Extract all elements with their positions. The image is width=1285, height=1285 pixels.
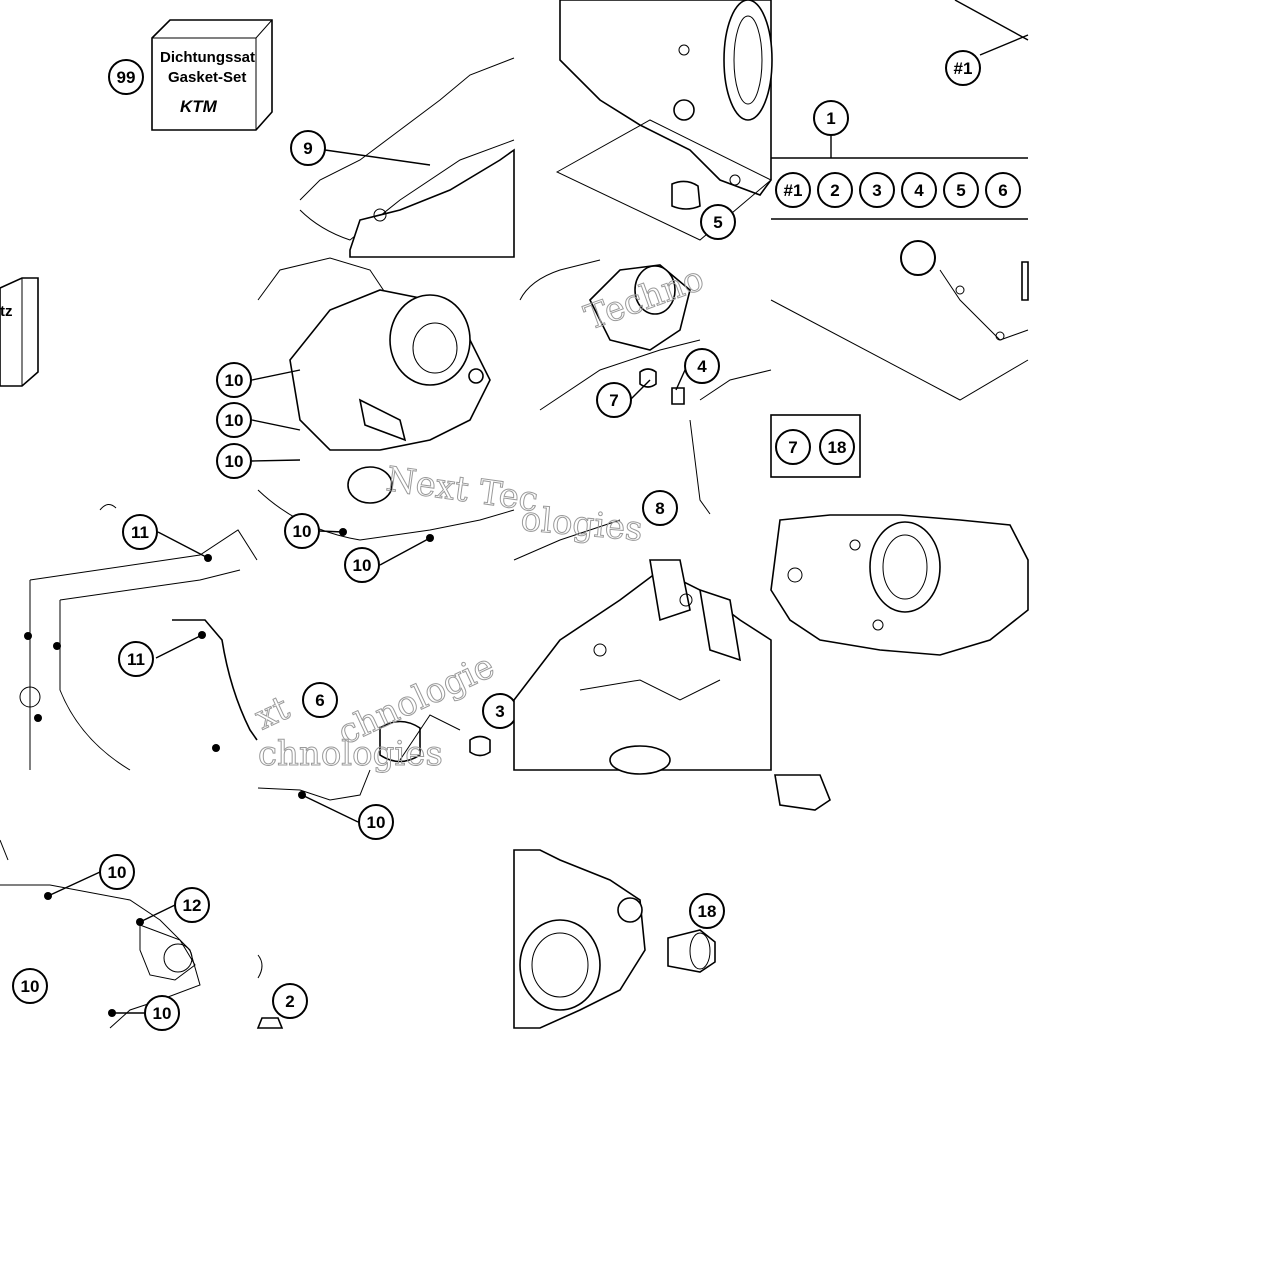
- svg-text:#1: #1: [954, 59, 973, 78]
- gasket-outline-right: [770, 240, 1029, 401]
- bushing-6-area: 6: [302, 682, 491, 763]
- svg-text:5: 5: [713, 213, 722, 232]
- water-pump-area: [519, 259, 772, 515]
- small-legend-item-7: 7: [775, 429, 811, 465]
- svg-text:10: 10: [353, 556, 372, 575]
- svg-text:18: 18: [828, 438, 847, 457]
- callout-10g: 10: [12, 968, 48, 1004]
- svg-text:5: 5: [956, 181, 965, 200]
- ktm-logo: KTM: [180, 97, 218, 116]
- clutch-cover-assembly: [251, 257, 515, 566]
- side-box-label: tz: [0, 303, 13, 320]
- svg-text:10: 10: [225, 411, 244, 430]
- callout-10e: 10: [344, 547, 380, 583]
- callout-10h: 10: [144, 995, 180, 1031]
- callout-10f: 10: [99, 854, 135, 890]
- small-legend: 7 18: [770, 414, 861, 478]
- svg-text:xt: xt: [249, 688, 296, 738]
- gasket-kit-title-de: Dichtungssat: [160, 49, 255, 66]
- svg-text:10: 10: [153, 1004, 172, 1023]
- svg-text:1: 1: [826, 109, 835, 128]
- svg-text:10: 10: [21, 977, 40, 996]
- legend-item-ref-1: #1: [775, 172, 811, 208]
- callout-ref-1: #1: [945, 50, 981, 86]
- crankcase-half-top: [555, 0, 773, 241]
- callout-11b: 11: [118, 641, 154, 677]
- bearing-housing-18: [513, 849, 716, 1029]
- svg-text:3: 3: [872, 181, 881, 200]
- callout-10a: 10: [216, 362, 252, 398]
- svg-text:ologies: ologies: [519, 499, 644, 549]
- callout-9: 9: [290, 130, 326, 166]
- callout-2: 2: [272, 983, 308, 1019]
- callout-3: 3: [482, 693, 518, 729]
- svg-text:11: 11: [131, 523, 149, 542]
- svg-text:#1: #1: [784, 181, 803, 200]
- svg-text:18: 18: [698, 902, 717, 921]
- callout-99: 99: [108, 59, 144, 95]
- gasket-bottom-10: [256, 769, 371, 1029]
- svg-text:10: 10: [108, 863, 127, 882]
- legend-item-6: 6: [985, 172, 1021, 208]
- svg-text:10: 10: [367, 813, 386, 832]
- svg-text:chnologies: chnologies: [258, 734, 443, 774]
- side-gasket-box: tz: [0, 277, 39, 387]
- svg-text:10: 10: [293, 522, 312, 541]
- legend-item-5: 5: [943, 172, 979, 208]
- callout-10d: 10: [284, 513, 320, 549]
- svg-text:6: 6: [998, 181, 1007, 200]
- callout-1: 1: [813, 100, 849, 136]
- gasket-kit-box: Dichtungssat Gasket-Set KTM: [151, 19, 273, 131]
- legend-item-4: 4: [901, 172, 937, 208]
- svg-text:12: 12: [183, 896, 202, 915]
- callout-4: 4: [684, 348, 720, 384]
- callout-5: 5: [700, 204, 736, 240]
- svg-text:4: 4: [914, 181, 924, 200]
- svg-text:2: 2: [830, 181, 839, 200]
- crankcase-right-half: [770, 514, 1029, 811]
- cover-gasket-11: [19, 504, 258, 771]
- svg-text:8: 8: [655, 499, 664, 518]
- callout-10b: 10: [216, 402, 252, 438]
- svg-text:3: 3: [495, 702, 504, 721]
- callout-12: 12: [174, 887, 210, 923]
- small-legend-item-18: 18: [819, 429, 855, 465]
- svg-text:4: 4: [697, 357, 707, 376]
- callout-10i: 10: [358, 804, 394, 840]
- gasket-kit-title-en: Gasket-Set: [168, 69, 246, 86]
- legend-item-3: 3: [859, 172, 895, 208]
- svg-text:11: 11: [127, 650, 145, 669]
- cover-gasket-10-12: [0, 839, 201, 1029]
- svg-text:Next Tec: Next Tec: [384, 459, 541, 520]
- crankcase-main: [513, 519, 772, 775]
- callout-18: 18: [689, 893, 725, 929]
- svg-text:7: 7: [788, 438, 797, 457]
- callout-7: 7: [596, 382, 632, 418]
- legend-item-2: 2: [817, 172, 853, 208]
- callout-10c: 10: [216, 443, 252, 479]
- set-legend: #1 1 #1 2 3 4 5 6: [771, 0, 1029, 220]
- svg-text:99: 99: [117, 68, 136, 87]
- callout-8: 8: [642, 490, 678, 526]
- svg-text:2: 2: [285, 992, 294, 1011]
- svg-text:9: 9: [303, 139, 312, 158]
- svg-text:10: 10: [225, 371, 244, 390]
- svg-text:7: 7: [609, 391, 618, 410]
- callout-11a: 11: [122, 514, 158, 550]
- svg-text:10: 10: [225, 452, 244, 471]
- crankcase-gasket-9: [299, 57, 515, 258]
- svg-text:6: 6: [315, 691, 324, 710]
